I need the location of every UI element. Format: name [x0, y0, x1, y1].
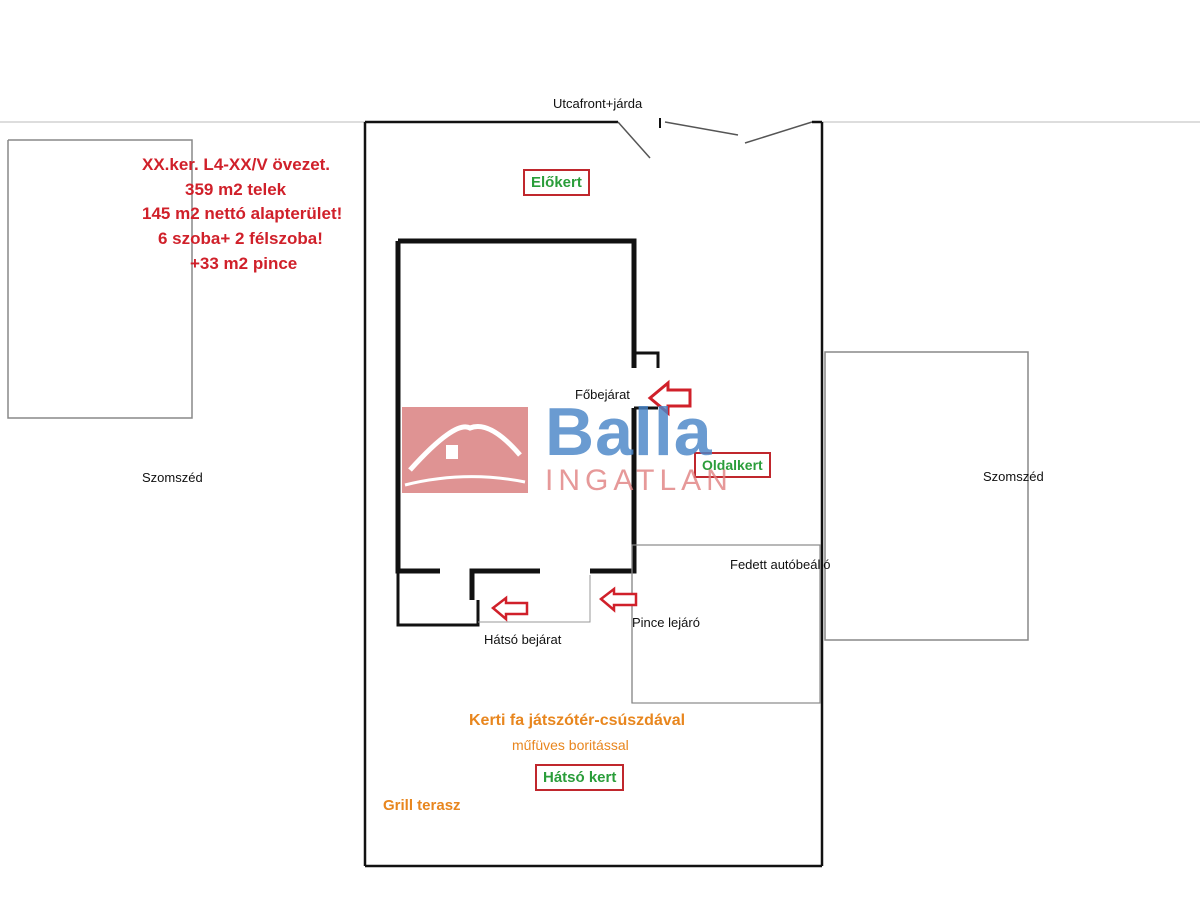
info-line-2: 359 m2 telek [185, 180, 287, 199]
playground-label: Kerti fa játszótér-csúszdával [469, 712, 686, 729]
turf-label: műfüves boritással [512, 737, 629, 753]
gate-leaf-middle [664, 121, 739, 136]
front-garden-zone: Előkert [523, 169, 590, 196]
gate-leaf-left [617, 121, 651, 159]
info-line-4: 6 szoba+ 2 félszoba! [158, 229, 323, 248]
neighbor-left-label: Szomszéd [142, 470, 203, 485]
info-line-3: 145 m2 nettó alapterület! [142, 204, 343, 223]
main-entrance-label: Főbejárat [575, 387, 630, 402]
cellar-stair-outline [478, 575, 591, 623]
neighbor-left-outline-lower [7, 140, 193, 419]
watermark-house-roof [408, 424, 522, 472]
back-entrance-label: Hátsó bejárat [484, 632, 562, 647]
back-entrance-arrow [491, 595, 529, 622]
watermark-sub: INGATLAN [545, 464, 733, 497]
house-wall [395, 238, 637, 600]
back-annex-wall [396, 571, 480, 627]
neighbor-right-outline [824, 351, 1029, 641]
watermark-brand: Balla [545, 394, 713, 470]
neighbor-left-outline [8, 139, 193, 285]
carport-label: Fedett autóbeálló [730, 557, 831, 572]
info-line-5: +33 m2 pince [190, 254, 298, 273]
cellar-arrow [599, 586, 638, 613]
grill-label: Grill terasz [383, 797, 461, 814]
side-garden-zone: Oldalkert [694, 452, 771, 478]
main-entrance-arrow [647, 379, 692, 417]
info-line-1: XX.ker. L4-XX/V övezet. [142, 155, 331, 174]
neighbor-right-label: Szomszéd [983, 469, 1044, 484]
cellar-entrance-label: Pince lejáró [632, 615, 700, 630]
gate-leaf-right [744, 121, 813, 144]
watermark-house-window [446, 445, 458, 459]
street-label: Utcafront+járda [553, 96, 643, 111]
entrance-porch [634, 351, 660, 410]
watermark-house-ground [404, 475, 526, 487]
back-garden-zone: Hátsó kert [535, 764, 625, 791]
